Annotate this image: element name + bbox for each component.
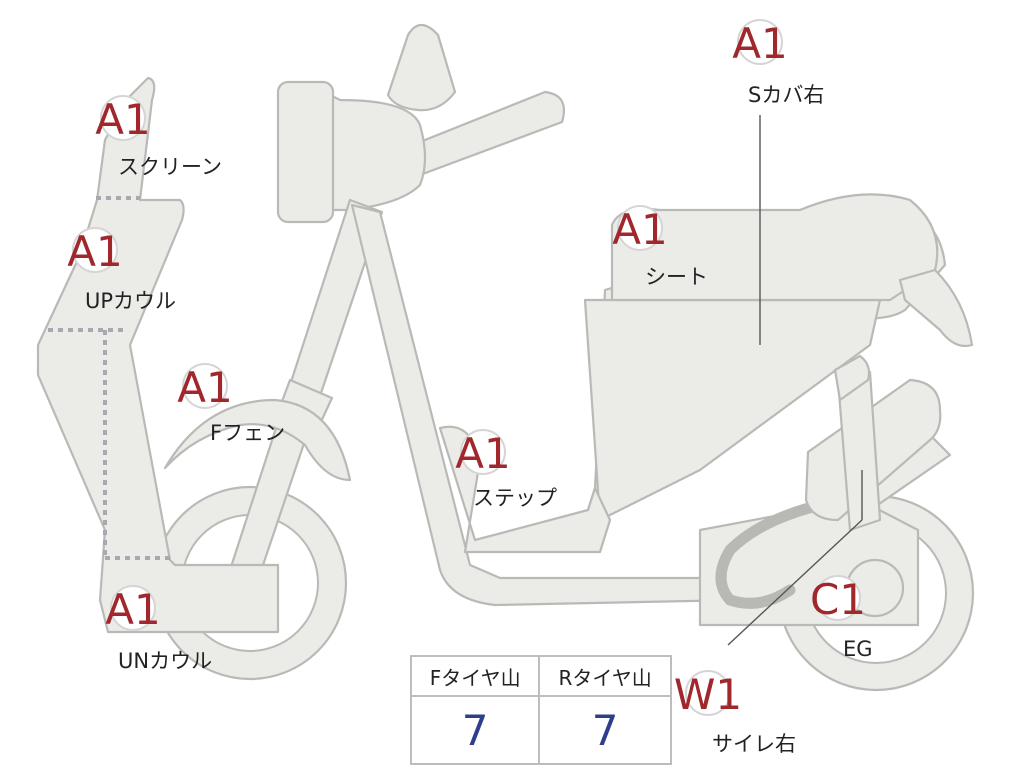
tire-table-value-row: 7 7	[409, 695, 672, 765]
grade-s-cover-right: A1	[732, 19, 787, 68]
grade-f-fender: A1	[177, 363, 232, 412]
badge-seat: A1	[612, 205, 668, 254]
grade-screen: A1	[95, 95, 150, 144]
grab-rail	[833, 354, 871, 402]
badge-muffler-right: W1	[674, 670, 742, 719]
muffler-leader	[727, 519, 863, 646]
badge-s-cover-right: A1	[732, 19, 788, 68]
badge-step: A1	[455, 429, 511, 478]
badge-engine: C1	[810, 575, 866, 624]
tire-table-header-row: Fタイヤ山 Rタイヤ山	[409, 655, 672, 697]
mirror	[386, 23, 457, 112]
label-engine: EG	[843, 637, 873, 661]
front-tire-header: Fタイヤ山	[409, 655, 541, 697]
label-s-cover-right: Sカバ右	[748, 83, 824, 107]
label-screen: スクリーン	[118, 155, 222, 179]
label-step: ステップ	[473, 486, 557, 510]
badge-f-fender: A1	[177, 363, 233, 412]
label-muffler-right: サイレ右	[712, 732, 796, 756]
front-cowl	[36, 76, 280, 634]
grade-up-cowl: A1	[67, 227, 122, 276]
label-un-cowl: UNカウル	[118, 649, 212, 673]
tail	[898, 268, 974, 348]
grade-seat: A1	[612, 205, 667, 254]
grade-engine: C1	[810, 575, 866, 624]
badge-un-cowl: A1	[105, 585, 161, 634]
handlebar	[398, 90, 566, 177]
rear-tire-header: Rタイヤ山	[538, 655, 672, 697]
badge-screen: A1	[95, 95, 151, 144]
label-seat: シート	[645, 265, 708, 289]
rear-tire-value: 7	[538, 695, 672, 765]
grade-step: A1	[455, 429, 510, 478]
frame-tube	[350, 203, 952, 607]
front-tire-value: 7	[409, 695, 541, 765]
exhaust-pipe	[715, 499, 826, 609]
headlight	[276, 80, 335, 224]
label-up-cowl: UPカウル	[85, 289, 176, 313]
grade-un-cowl: A1	[105, 585, 160, 634]
label-f-fender: Fフェン	[210, 421, 285, 445]
badge-up-cowl: A1	[67, 227, 123, 276]
grade-muffler-right: W1	[674, 670, 742, 719]
handle-cover	[318, 88, 427, 212]
tire-tread-table: Fタイヤ山 Rタイヤ山 7 7	[409, 655, 672, 765]
front-fender	[163, 398, 352, 482]
